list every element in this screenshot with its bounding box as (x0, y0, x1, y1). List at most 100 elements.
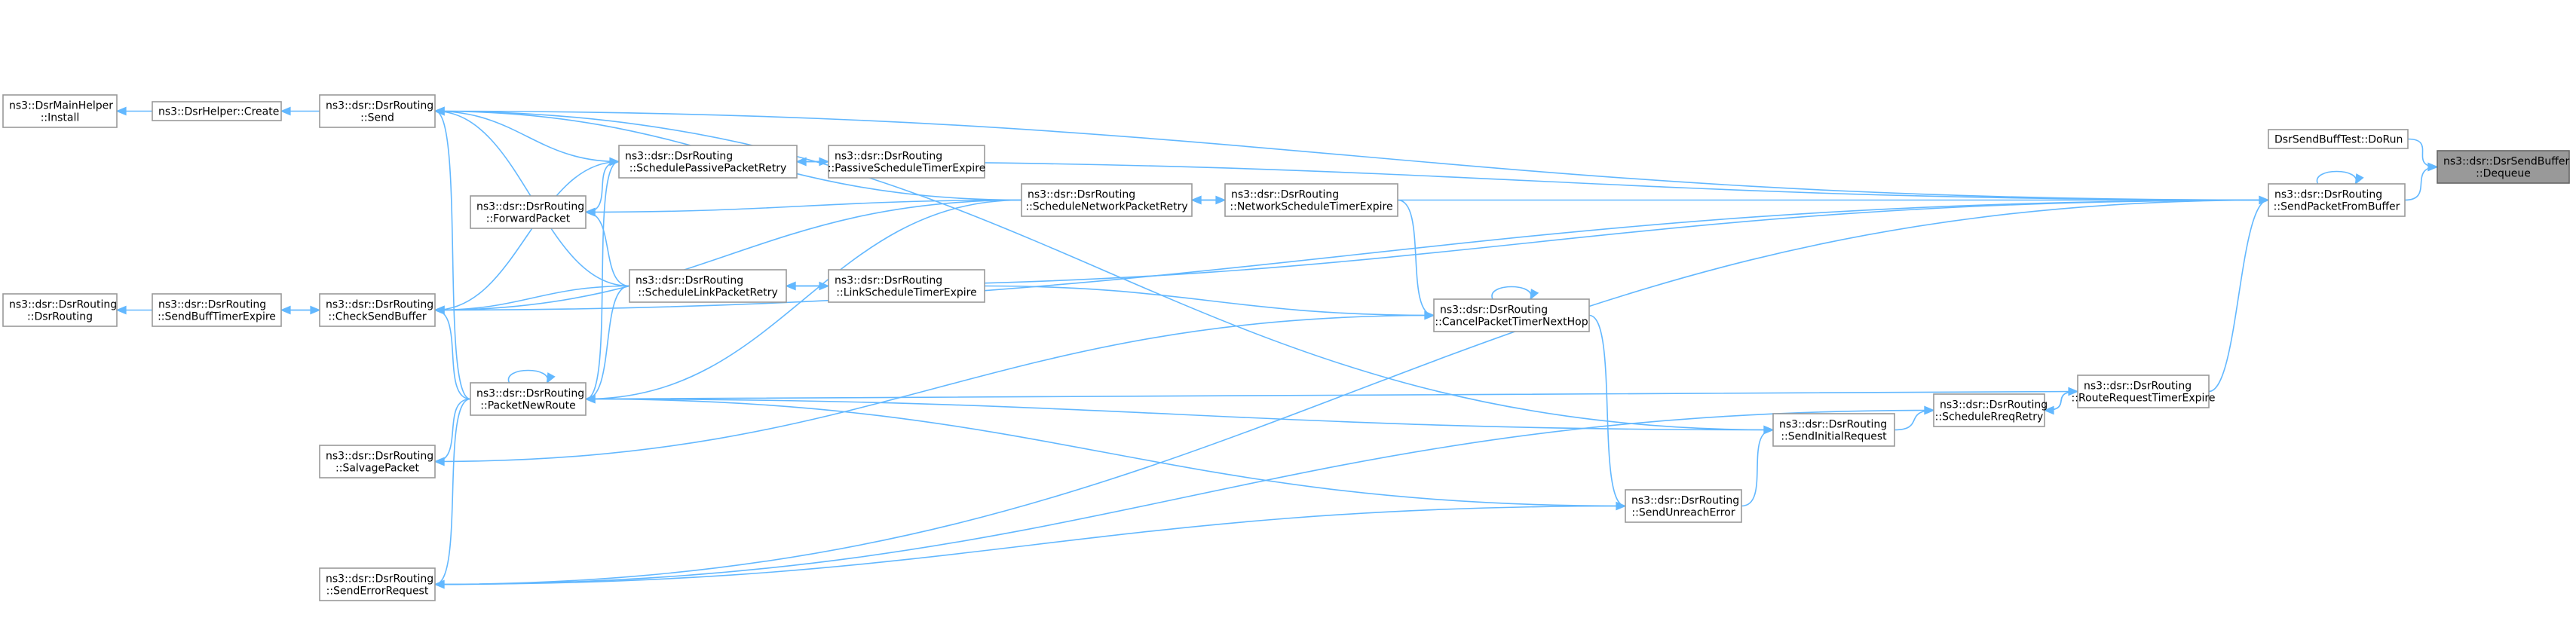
edge-pnr-to-sp (433, 398, 471, 466)
node-csb[interactable]: ns3::dsr::DsrRouting::CheckSendBuffer (319, 293, 436, 327)
node-label: ::Send (360, 112, 394, 124)
node-label: ::Install (41, 112, 80, 124)
node-snpr[interactable]: ns3::dsr::DsrRouting::ScheduleNetworkPac… (1021, 183, 1193, 217)
node-box[interactable] (2, 293, 118, 327)
edge-cptnh-to-cptnh (1491, 286, 1539, 301)
node-label: ::CancelPacketTimerNextHop (1435, 316, 1588, 329)
edge-lste-to-cptnh (984, 285, 1435, 320)
nodes-layer: ns3::dsr::DsrSendBuffer::Dequeue DsrSendB… (2, 94, 2570, 601)
edges-layer (115, 106, 2439, 589)
edge-slpr-to-lste (786, 281, 830, 291)
node-label: ns3::dsr::DsrRouting (326, 573, 433, 585)
node-nste[interactable]: ns3::dsr::DsrRouting::NetworkScheduleTim… (1224, 183, 1398, 217)
edge-pnr-to-sir (585, 398, 1775, 435)
edge-sue-to-ser (433, 505, 1626, 589)
node-create[interactable]: ns3::DsrHelper::Create (152, 101, 282, 121)
node-box[interactable] (319, 94, 436, 128)
node-box[interactable] (828, 269, 985, 303)
node-label: ns3::dsr::DsrRouting (1231, 189, 1339, 201)
node-dsrrouting[interactable]: ns3::dsr::DsrRouting::DsrRouting (2, 293, 118, 327)
node-box[interactable] (2268, 129, 2409, 149)
node-sir[interactable]: ns3::dsr::DsrRouting::SendInitialRequest (1772, 413, 1895, 447)
node-srr[interactable]: ns3::dsr::DsrRouting::ScheduleRreqRetry (1933, 393, 2048, 427)
edge-pnr-to-csb (433, 305, 471, 400)
node-box[interactable] (1625, 489, 1742, 523)
edge-nste-to-cptnh (1397, 199, 1435, 320)
edge-spfb-to-spfb (2316, 170, 2364, 185)
node-box[interactable] (2, 94, 118, 128)
node-box[interactable] (319, 293, 436, 327)
node-box[interactable] (629, 269, 787, 303)
node-label: ns3::dsr::DsrRouting (1779, 419, 1887, 431)
node-sppr[interactable]: ns3::dsr::DsrRouting::SchedulePassivePac… (618, 145, 798, 179)
node-box[interactable] (470, 195, 587, 229)
node-box[interactable] (1021, 183, 1193, 217)
node-box[interactable] (618, 145, 798, 179)
edge-spfb-to-sppr (795, 157, 2269, 201)
node-label: ::SendUnreachError (1631, 507, 1735, 519)
edge-rrte-to-srr (2043, 390, 2078, 415)
node-box[interactable] (2077, 375, 2210, 408)
node-send[interactable]: ns3::dsr::DsrRouting::Send (319, 94, 436, 128)
node-box[interactable] (152, 293, 282, 327)
node-spfb[interactable]: ns3::dsr::DsrRouting::SendPacketFromBuff… (2268, 183, 2406, 217)
node-label: ns3::dsr::DsrRouting (1631, 495, 1739, 507)
node-box[interactable] (319, 445, 436, 478)
node-label: ::ForwardPacket (486, 213, 571, 225)
node-box[interactable] (828, 145, 985, 179)
node-label: ::RouteRequestTimerExpire (2072, 393, 2216, 405)
node-fp[interactable]: ns3::dsr::DsrRouting::ForwardPacket (470, 195, 587, 229)
node-box[interactable] (470, 382, 587, 416)
node-rrte[interactable]: ns3::dsr::DsrRouting::RouteRequestTimerE… (2072, 375, 2216, 408)
node-box[interactable] (2268, 183, 2406, 217)
node-box[interactable] (1933, 393, 2045, 427)
node-slpr[interactable]: ns3::dsr::DsrRouting::ScheduleLinkPacket… (629, 269, 787, 303)
edge-sppr-to-pste (796, 157, 830, 167)
node-dorun[interactable]: DsrSendBuffTest::DoRun (2268, 129, 2409, 149)
node-lste[interactable]: ns3::dsr::DsrRouting::LinkScheduleTimerE… (828, 269, 985, 303)
node-sp[interactable]: ns3::dsr::DsrRouting::SalvagePacket (319, 445, 436, 478)
edge-cptnh-to-sue (1588, 314, 1627, 511)
node-label: ns3::dsr::DsrRouting (9, 299, 117, 311)
node-label: ns3::dsr::DsrRouting (2084, 381, 2192, 393)
node-label: ::SalvagePacket (335, 463, 419, 475)
node-label: ::Dequeue (2476, 168, 2531, 180)
node-install[interactable]: ns3::DsrMainHelper::Install (2, 94, 118, 128)
node-dequeue[interactable]: ns3::dsr::DsrSendBuffer::Dequeue (2437, 150, 2570, 184)
node-sue[interactable]: ns3::dsr::DsrRouting::SendUnreachError (1625, 489, 1742, 523)
node-sbte[interactable]: ns3::dsr::DsrRouting::SendBuffTimerExpir… (152, 293, 282, 327)
node-ser[interactable]: ns3::dsr::DsrRouting::SendErrorRequest (319, 567, 436, 601)
node-box[interactable] (1772, 413, 1895, 447)
edge-snpr-to-nste (1192, 195, 1227, 205)
node-label: ns3::dsr::DsrRouting (1940, 399, 2048, 411)
node-box[interactable] (1224, 183, 1398, 217)
node-cptnh[interactable]: ns3::dsr::DsrRouting::CancelPacketTimerN… (1433, 298, 1590, 332)
node-pnr[interactable]: ns3::dsr::DsrRouting::PacketNewRoute (470, 382, 587, 416)
node-pste[interactable]: ns3::dsr::DsrRouting::PassiveScheduleTim… (828, 145, 986, 179)
node-label: ::SchedulePassivePacketRetry (629, 163, 787, 175)
edge-pnr-to-ser (433, 398, 471, 589)
node-label: ::ScheduleNetworkPacketRetry (1025, 201, 1187, 213)
node-label: ::PacketNewRoute (480, 400, 575, 412)
node-box[interactable] (152, 101, 282, 121)
node-label: ::SendInitialRequest (1781, 431, 1887, 443)
edge-pnr-to-sppr (585, 157, 620, 400)
node-label: ns3::dsr::DsrRouting (476, 388, 584, 400)
edge-pnr-to-send (433, 106, 471, 400)
node-box[interactable] (319, 567, 436, 601)
node-box[interactable] (1433, 298, 1590, 332)
edge-sue-to-pnr (584, 394, 1626, 507)
edge-send-to-create (280, 106, 320, 116)
node-label: ::NetworkScheduleTimerExpire (1230, 201, 1392, 213)
node-label: ns3::dsr::DsrRouting (326, 299, 433, 311)
node-label: ns3::dsr::DsrRouting (1028, 189, 1135, 201)
node-label: ::LinkScheduleTimerExpire (836, 287, 976, 299)
node-label: DsrSendBuffTest::DoRun (2274, 134, 2403, 146)
node-label: ns3::dsr::DsrSendBuffer (2443, 156, 2569, 168)
node-label: ns3::dsr::DsrRouting (1440, 304, 1548, 316)
node-label: ::DsrRouting (27, 311, 93, 323)
node-box[interactable] (2437, 150, 2570, 184)
edge-sbte-to-csb (280, 305, 321, 315)
node-label: ns3::DsrMainHelper (9, 100, 113, 112)
node-label: ns3::dsr::DsrRouting (158, 299, 266, 311)
